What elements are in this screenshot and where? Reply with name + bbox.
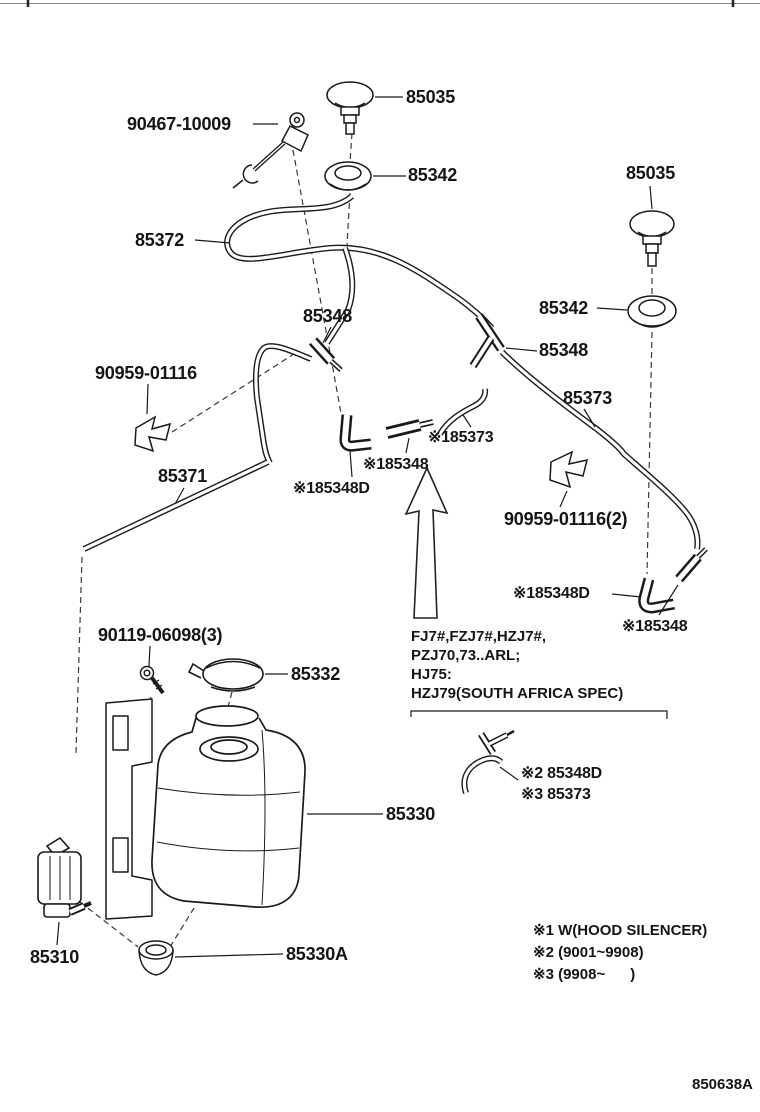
footnote-1: ※1 W(HOOD SILENCER) bbox=[533, 922, 708, 939]
label-clip-left: 90959-01116 bbox=[95, 363, 197, 383]
label-elbow-mid: ※185348D bbox=[293, 480, 370, 497]
hose-clamp-right-90959 bbox=[549, 450, 589, 489]
label-nozzle-top: 85035 bbox=[406, 87, 456, 107]
direction-arrow bbox=[404, 466, 449, 619]
hose-joint-mid-85348 bbox=[308, 337, 343, 372]
hose-85372-loop bbox=[224, 193, 495, 331]
tank-grommet-85330A bbox=[138, 940, 174, 976]
label-clip-right: 90959-01116(2) bbox=[504, 509, 628, 529]
label-washer-rod: 90467-10009 bbox=[127, 114, 231, 134]
label-hose-loop: 85372 bbox=[135, 230, 185, 250]
spec-bracket-line bbox=[410, 710, 668, 719]
label-grommet-top: 85342 bbox=[408, 165, 458, 185]
label-joint-right: ※185348 bbox=[622, 618, 688, 635]
washer-tank-85330 bbox=[151, 705, 306, 908]
label-hose-right: 85373 bbox=[563, 388, 613, 408]
registration-marks bbox=[0, 0, 760, 7]
assembly-dashed-lines bbox=[75, 132, 653, 948]
label-hose-lower: ※3 85373 bbox=[521, 786, 591, 803]
hose-mid-branch bbox=[252, 246, 356, 465]
hose-85373-right bbox=[499, 349, 701, 550]
label-hose-short: ※185373 bbox=[428, 429, 494, 446]
washer-nozzle-top bbox=[326, 81, 374, 135]
label-motor: 85310 bbox=[30, 947, 80, 967]
hose-elbow-right-85348D bbox=[638, 577, 675, 614]
label-grommet-right: 85342 bbox=[539, 298, 589, 318]
nozzle-grommet-top-85342 bbox=[324, 161, 372, 191]
drawing-number: 850638A bbox=[692, 1076, 753, 1093]
leader-lines bbox=[56, 96, 679, 958]
label-hose-left: 85371 bbox=[158, 466, 208, 486]
spec-note-line2: PZJ70,73..ARL; bbox=[411, 647, 521, 664]
hose-joint-y-85348 bbox=[469, 313, 505, 369]
label-elbow-right: ※185348D bbox=[513, 585, 590, 602]
label-cap: 85332 bbox=[291, 664, 341, 684]
hose-joint-lower-85348D bbox=[478, 729, 515, 755]
footnote-3: ※3 (9908~ ) bbox=[533, 966, 636, 983]
hose-85373-short bbox=[437, 388, 489, 436]
spec-note-line3: HJ75: bbox=[411, 666, 452, 683]
label-tank-grommet: 85330A bbox=[286, 944, 348, 964]
tank-cap-85332 bbox=[187, 658, 264, 692]
label-nozzle-right: 85035 bbox=[626, 163, 676, 183]
nozzle-grommet-right-85342 bbox=[627, 295, 677, 328]
washer-motor-85310 bbox=[37, 836, 92, 918]
hose-joint-right-85348 bbox=[675, 547, 708, 583]
label-elbow-lower: ※2 85348D bbox=[521, 765, 602, 782]
hose-joint-straight-85348 bbox=[385, 419, 434, 439]
label-joint-y-right: 85348 bbox=[539, 340, 589, 360]
label-joint-straight: ※185348 bbox=[363, 456, 429, 473]
label-joint-mid: 85348 bbox=[303, 306, 353, 326]
hose-85373-lower bbox=[461, 755, 504, 794]
hose-elbow-mid-85348D bbox=[339, 414, 372, 452]
spec-note-line4: HZJ79(SOUTH AFRICA SPEC) bbox=[411, 685, 624, 702]
bolt-90119 bbox=[139, 665, 165, 695]
hose-clamp-left-90959 bbox=[134, 415, 172, 453]
tank-bracket bbox=[105, 698, 153, 920]
footnote-2: ※2 (9001~9908) bbox=[533, 944, 644, 961]
hood-rod-clip-90467 bbox=[232, 112, 309, 189]
label-bolt: 90119-06098(3) bbox=[98, 625, 223, 645]
label-tank: 85330 bbox=[386, 804, 436, 824]
spec-note-line1: FJ7#,FZJ7#,HZJ7#, bbox=[411, 628, 547, 645]
hose-85371 bbox=[82, 459, 270, 552]
washer-nozzle-right bbox=[629, 210, 675, 267]
